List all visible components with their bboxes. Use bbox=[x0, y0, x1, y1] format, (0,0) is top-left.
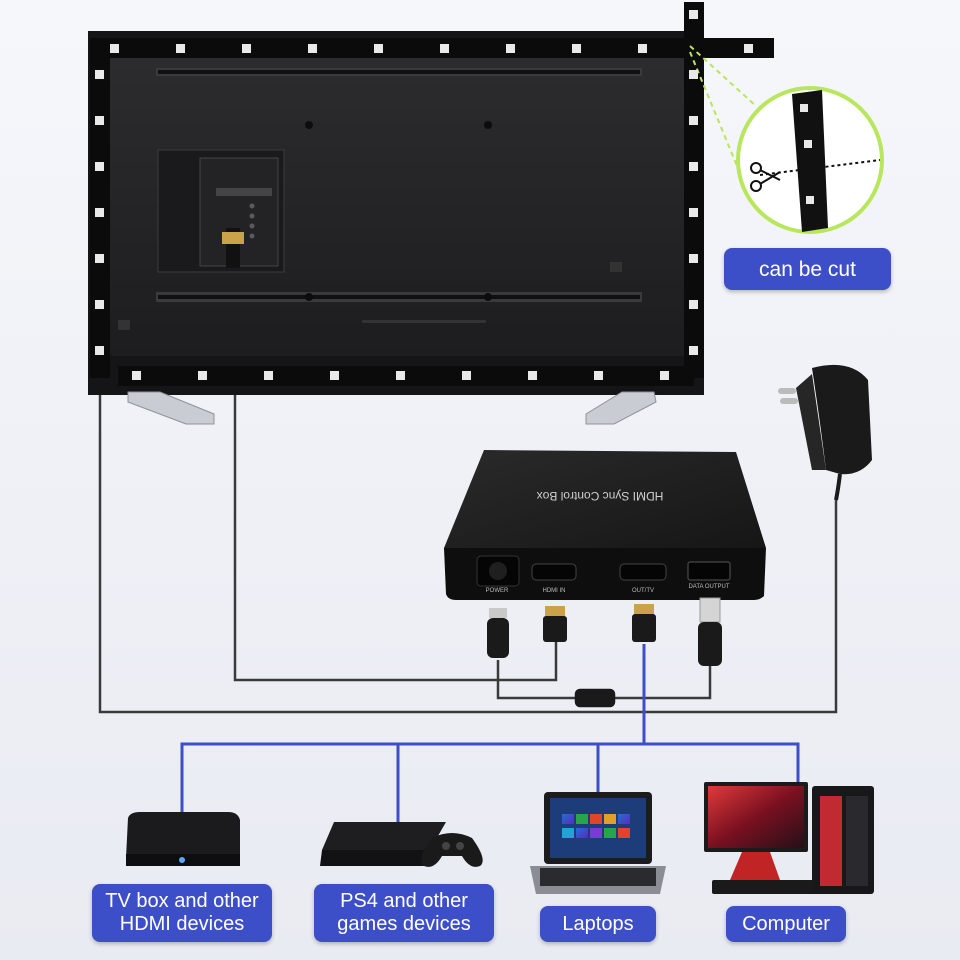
led-chip bbox=[396, 371, 405, 380]
laptop-icon bbox=[530, 792, 666, 894]
device-label-line: games devices bbox=[337, 913, 471, 935]
led-chip bbox=[95, 254, 104, 263]
led-chip bbox=[374, 44, 383, 53]
monitor-icon bbox=[704, 782, 816, 894]
led-chip bbox=[462, 371, 471, 380]
led-chip bbox=[242, 44, 251, 53]
led-chip bbox=[689, 208, 698, 217]
control-box-title: HDMI Sync Control Box bbox=[537, 489, 664, 503]
led-chip bbox=[132, 371, 141, 380]
led-chip bbox=[506, 44, 515, 53]
can-be-cut-badge: can be cut bbox=[724, 248, 891, 290]
port-label-hdmi-in: HDMI IN bbox=[543, 588, 566, 594]
led-chip bbox=[95, 346, 104, 355]
port-label-power: POWER bbox=[486, 588, 509, 594]
tv-stand-icon bbox=[127, 391, 657, 425]
led-chip bbox=[572, 44, 581, 53]
led-chip bbox=[198, 371, 207, 380]
device-label-line: HDMI devices bbox=[119, 913, 245, 935]
hdmi-line bbox=[180, 644, 800, 822]
led-chip-group bbox=[95, 10, 753, 380]
device-label-line: PS4 and other bbox=[340, 890, 468, 912]
led-chip bbox=[594, 371, 603, 380]
ps4-console-icon bbox=[320, 822, 446, 866]
dc-plug-icon bbox=[487, 608, 509, 658]
led-chip bbox=[440, 44, 449, 53]
device-label-line: Computer bbox=[742, 912, 830, 935]
device-label-line: Laptops bbox=[562, 912, 634, 935]
led-chip bbox=[689, 254, 698, 263]
led-chip bbox=[264, 371, 273, 380]
led-chip bbox=[330, 371, 339, 380]
device-label-ps4: PS4 and other games devices bbox=[314, 884, 494, 942]
led-chip bbox=[660, 371, 669, 380]
led-chip bbox=[176, 44, 185, 53]
led-chip bbox=[308, 44, 317, 53]
led-chip bbox=[689, 10, 698, 19]
led-chip bbox=[689, 300, 698, 309]
pc-tower-icon bbox=[812, 786, 874, 894]
cut-callout bbox=[689, 45, 884, 234]
scissors-icon bbox=[750, 162, 781, 192]
led-chip bbox=[689, 162, 698, 171]
led-chip bbox=[95, 208, 104, 217]
tv-box-icon bbox=[126, 812, 240, 866]
control-box-icon: HDMI Sync Control Box POWER HDMI IN OUT/… bbox=[444, 450, 766, 600]
port-label-out-tv: OUT/TV bbox=[632, 588, 654, 594]
led-chip bbox=[528, 371, 537, 380]
led-chip bbox=[689, 70, 698, 79]
device-label-line: TV box and other bbox=[105, 890, 259, 912]
led-chip bbox=[638, 44, 647, 53]
led-chip bbox=[95, 300, 104, 309]
led-chip bbox=[95, 70, 104, 79]
usb-plug-icon bbox=[698, 597, 722, 666]
led-chip bbox=[689, 116, 698, 125]
cable-lines bbox=[98, 395, 838, 714]
device-label-computer: Computer bbox=[726, 906, 846, 942]
led-chip bbox=[689, 346, 698, 355]
device-label-laptops: Laptops bbox=[540, 906, 656, 942]
device-label-tv-box: TV box and other HDMI devices bbox=[92, 884, 272, 942]
led-chip bbox=[95, 116, 104, 125]
led-chip bbox=[110, 44, 119, 53]
tv-back-icon bbox=[88, 31, 704, 395]
power-adapter-icon bbox=[778, 364, 872, 501]
can-be-cut-label: can be cut bbox=[759, 257, 856, 281]
hdmi-plug-icon bbox=[543, 604, 656, 642]
port-label-data-output: DATA OUTPUT bbox=[688, 584, 729, 590]
gamepad-icon bbox=[421, 833, 483, 867]
led-chip bbox=[744, 44, 753, 53]
led-chip bbox=[95, 162, 104, 171]
